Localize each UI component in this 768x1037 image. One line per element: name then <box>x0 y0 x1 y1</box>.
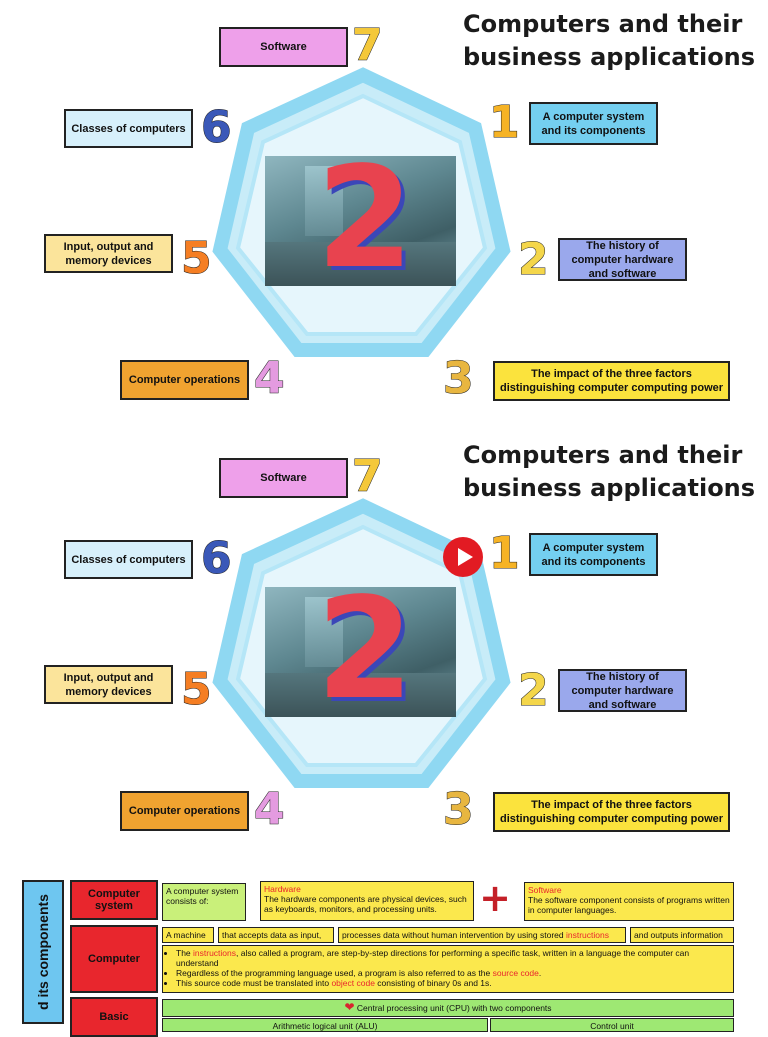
vertical-heading-text: d its components <box>35 894 51 1010</box>
item-input-output-memory[interactable]: Input, output and memory devices <box>44 234 173 273</box>
row-label-computer-system: Computer system <box>70 880 158 920</box>
plus-sign: + <box>479 876 511 920</box>
title-line-1: Computers and their <box>463 10 743 38</box>
item-computer-system[interactable]: A computer system and its components <box>529 102 658 145</box>
bullet-1: The instructions, also called a program,… <box>176 948 730 968</box>
center-number: 2 <box>316 587 414 717</box>
title-line-2: business applications <box>463 43 756 71</box>
center-photo: 2 <box>265 156 456 286</box>
heart-icon: ❤ <box>344 1000 355 1014</box>
vertical-heading: d its components <box>22 880 64 1024</box>
play-icon <box>457 548 473 566</box>
item-computer-operations[interactable]: Computer operations <box>120 360 249 400</box>
number-5: 5 <box>181 664 213 715</box>
cpu-text: Central processing unit (CPU) with two c… <box>356 1003 552 1013</box>
photo-desk <box>265 673 456 717</box>
components-table: d its components Computer system A compu… <box>22 876 736 1037</box>
computer-def-3a: processes data without human interventio… <box>342 930 566 940</box>
photo-window <box>305 597 343 667</box>
computer-def-1: A machine <box>162 927 214 943</box>
computer-def-3b: instructions <box>565 930 609 940</box>
row-label-basic: Basic <box>70 997 158 1037</box>
number-5: 5 <box>181 233 213 284</box>
computer-bullets: The instructions, also called a program,… <box>162 945 734 993</box>
number-4: 4 <box>254 784 286 835</box>
computer-def-2: that accepts data as input, <box>218 927 334 943</box>
bullet-2: Regardless of the programming language u… <box>176 968 730 978</box>
bullet-3: This source code must be translated into… <box>176 978 730 988</box>
item-impact-factors[interactable]: The impact of the three factors distingu… <box>493 792 730 832</box>
item-classes-of-computers[interactable]: Classes of computers <box>64 109 193 148</box>
software-title: Software <box>528 885 562 895</box>
control-unit-cell: Control unit <box>490 1018 734 1032</box>
item-computer-system[interactable]: A computer system and its components <box>529 533 658 576</box>
number-4: 4 <box>254 353 286 404</box>
number-1: 1 <box>489 97 521 148</box>
number-7: 7 <box>352 451 384 502</box>
photo-window <box>305 166 343 236</box>
item-history[interactable]: The history of computer hardware and sof… <box>558 238 687 281</box>
hardware-title: Hardware <box>264 884 301 894</box>
center-number: 2 <box>316 156 414 286</box>
item-history[interactable]: The history of computer hardware and sof… <box>558 669 687 712</box>
title-line-1: Computers and their <box>463 441 743 469</box>
center-photo: 2 <box>265 587 456 717</box>
item-classes-of-computers[interactable]: Classes of computers <box>64 540 193 579</box>
number-6: 6 <box>201 102 233 153</box>
number-3: 3 <box>443 784 475 835</box>
number-7: 7 <box>352 20 384 71</box>
hardware-text: The hardware components are physical dev… <box>264 894 467 914</box>
item-software[interactable]: Software <box>219 27 348 67</box>
number-6: 6 <box>201 533 233 584</box>
item-impact-factors[interactable]: The impact of the three factors distingu… <box>493 361 730 401</box>
play-button[interactable] <box>443 537 483 577</box>
slide-title: Computers and their business application… <box>463 8 755 74</box>
number-2: 2 <box>518 234 550 285</box>
software-text: The software component consists of progr… <box>528 895 730 915</box>
title-line-2: business applications <box>463 474 756 502</box>
number-1: 1 <box>489 528 521 579</box>
item-software[interactable]: Software <box>219 458 348 498</box>
computer-def-4: and outputs information <box>630 927 734 943</box>
computer-system-def: A computer system consists of: <box>162 883 246 921</box>
number-2: 2 <box>518 665 550 716</box>
item-computer-operations[interactable]: Computer operations <box>120 791 249 831</box>
slide-2: 2 Computers and their business applicati… <box>0 431 768 851</box>
computer-def-3: processes data without human interventio… <box>338 927 626 943</box>
hardware-cell: Hardware The hardware components are phy… <box>260 881 474 921</box>
photo-desk <box>265 242 456 286</box>
slide-title: Computers and their business application… <box>463 439 755 505</box>
slide-1: 2 Computers and their business applicati… <box>0 0 768 420</box>
software-cell: Software The software component consists… <box>524 882 734 921</box>
item-input-output-memory[interactable]: Input, output and memory devices <box>44 665 173 704</box>
cpu-cell: ❤ Central processing unit (CPU) with two… <box>162 999 734 1017</box>
alu-cell: Arithmetic logical unit (ALU) <box>162 1018 488 1032</box>
number-3: 3 <box>443 353 475 404</box>
row-label-computer: Computer <box>70 925 158 993</box>
